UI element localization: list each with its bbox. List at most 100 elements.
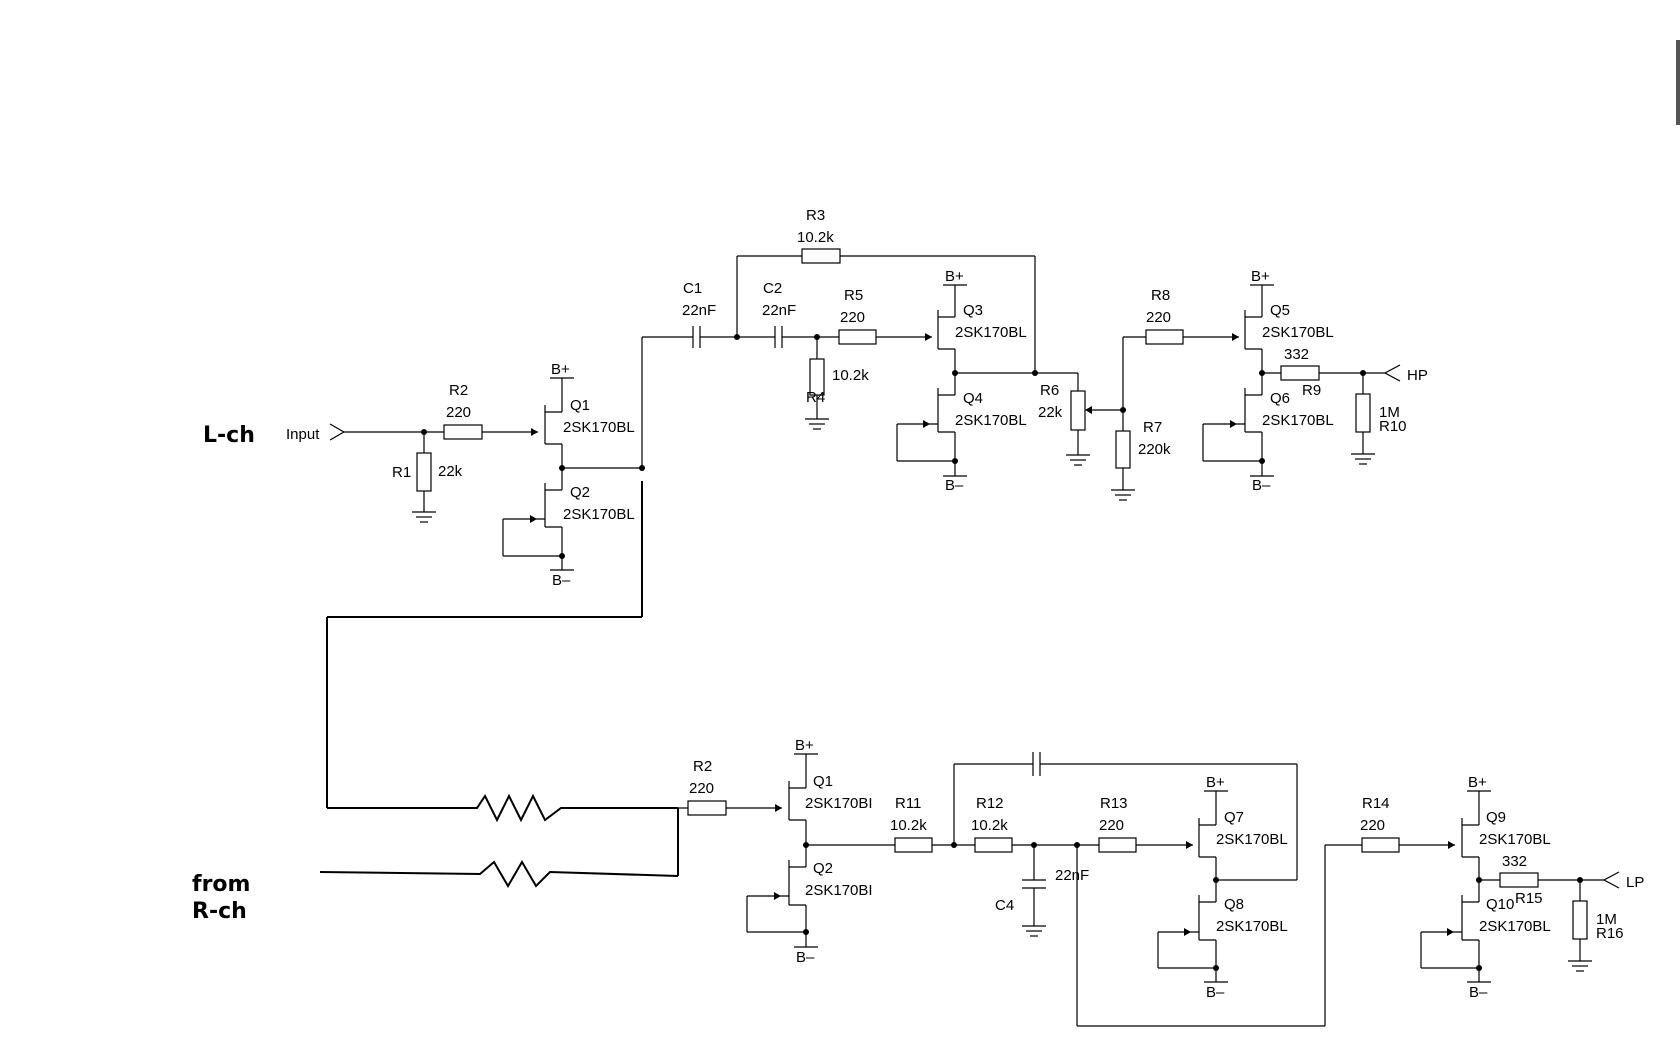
r10-name: R10 (1379, 418, 1407, 435)
q2-part: 2SK170BL (563, 506, 635, 523)
q6-bminus-label: B– (1252, 477, 1271, 494)
r15-resistor (1499, 872, 1539, 888)
r11-resistor (894, 837, 933, 853)
ground-icon (1350, 453, 1376, 465)
ground-icon (411, 511, 437, 523)
input-label: Input (286, 426, 320, 443)
q3-bplus-label: B+ (945, 268, 964, 285)
c2-value: 22nF (762, 302, 796, 319)
r2-resistor (443, 424, 483, 440)
scrollbar[interactable] (1676, 40, 1680, 125)
c2-name: C2 (763, 280, 782, 297)
r1-resistor (416, 452, 432, 492)
q7-bplus-label: B+ (1206, 774, 1225, 791)
c1-value: 22nF (682, 302, 716, 319)
r8-value: 220 (1146, 309, 1171, 326)
r8-resistor (1145, 329, 1184, 345)
gate-arrow-icon (531, 428, 538, 436)
q1-bplus-label: B+ (551, 361, 570, 378)
q10-bminus-label: B– (1469, 984, 1488, 1001)
r1-value: 22k (438, 463, 463, 480)
c4-name: C4 (995, 897, 1014, 914)
r9-value: 332 (1284, 346, 1309, 363)
r9-resistor (1280, 365, 1320, 381)
r4-name: R4 (806, 389, 825, 406)
q8-part: 2SK170BL (1216, 918, 1288, 935)
q1b-bplus-label: B+ (795, 737, 814, 754)
r2b-name: R2 (693, 758, 712, 775)
r6-value: 22k (1038, 404, 1063, 421)
ground-icon (1567, 960, 1593, 972)
r13-resistor (1098, 837, 1137, 853)
c4-value: 22nF (1055, 867, 1089, 884)
r1-name: R1 (392, 464, 411, 481)
r2b-value: 220 (689, 780, 714, 797)
lch-channel: L-ch Input R1 22k R2 220 B+ Q1 2SK170BL (203, 207, 1428, 808)
q10-name: Q10 (1486, 896, 1514, 913)
q3-name: Q3 (963, 302, 983, 319)
from-label: from (192, 872, 250, 897)
c1-name: C1 (683, 280, 702, 297)
r16-name: R16 (1596, 925, 1624, 942)
r10-value: 1M (1379, 404, 1400, 421)
q2b-name: Q2 (813, 860, 833, 877)
rch-label: R-ch (192, 899, 247, 924)
r7-name: R7 (1143, 419, 1162, 436)
q5-name: Q5 (1270, 302, 1290, 319)
r7-value: 220k (1138, 441, 1171, 458)
r8-name: R8 (1151, 287, 1170, 304)
q1-name: Q1 (570, 397, 590, 414)
q6-name: Q6 (1270, 390, 1290, 407)
lp-port-icon (1602, 871, 1620, 889)
r3-resistor (801, 248, 841, 264)
ground-icon (1110, 489, 1136, 501)
q9-name: Q9 (1486, 809, 1506, 826)
r12-name: R12 (976, 795, 1004, 812)
r2b-resistor (687, 800, 727, 816)
q6-part: 2SK170BL (1262, 412, 1334, 429)
r3-value: 10.2k (797, 229, 834, 246)
ground-icon (1065, 454, 1091, 466)
q7-name: Q7 (1224, 809, 1244, 826)
r13-value: 220 (1099, 817, 1124, 834)
mix-resistor-lower (319, 860, 679, 888)
q2b-bminus-label: B– (796, 949, 815, 966)
r5-name: R5 (844, 287, 863, 304)
q10-part: 2SK170BL (1479, 918, 1551, 935)
hp-port-icon (1383, 364, 1401, 382)
q5-bplus-label: B+ (1251, 268, 1270, 285)
r16-resistor (1572, 900, 1588, 940)
q2-name: Q2 (570, 484, 590, 501)
r12-value: 10.2k (971, 817, 1008, 834)
q1b-part: 2SK170BI (805, 795, 873, 812)
input-port-icon (329, 423, 346, 441)
r2-name: R2 (449, 382, 468, 399)
hp-label: HP (1407, 367, 1428, 384)
r16-value: 1M (1596, 911, 1617, 928)
r13-name: R13 (1100, 795, 1128, 812)
q9-part: 2SK170BL (1479, 831, 1551, 848)
r9-name: R9 (1302, 382, 1321, 399)
q7-part: 2SK170BL (1216, 831, 1288, 848)
q3-part: 2SK170BL (955, 324, 1027, 341)
rch-channel: from R-ch R2 220 B+ Q1 2SK170BI (192, 737, 1644, 1027)
q8-bminus-label: B– (1206, 984, 1225, 1001)
r5-value: 220 (840, 309, 865, 326)
r14-name: R14 (1362, 795, 1390, 812)
r14-resistor (1361, 837, 1400, 853)
r10-resistor (1355, 393, 1371, 433)
r12-resistor (974, 837, 1013, 853)
r4-value: 10.2k (832, 367, 869, 384)
r7-resistor (1115, 430, 1131, 469)
lp-label: LP (1626, 874, 1644, 891)
r5-resistor (838, 329, 877, 345)
r6-potentiometer (1070, 390, 1086, 431)
r15-value: 332 (1502, 853, 1527, 870)
r11-name: R11 (895, 795, 921, 812)
r14-value: 220 (1360, 817, 1385, 834)
r15-name: R15 (1515, 890, 1543, 907)
q2-bminus-label: B– (552, 572, 571, 589)
q8-name: Q8 (1224, 896, 1244, 913)
q1b-name: Q1 (813, 773, 833, 790)
